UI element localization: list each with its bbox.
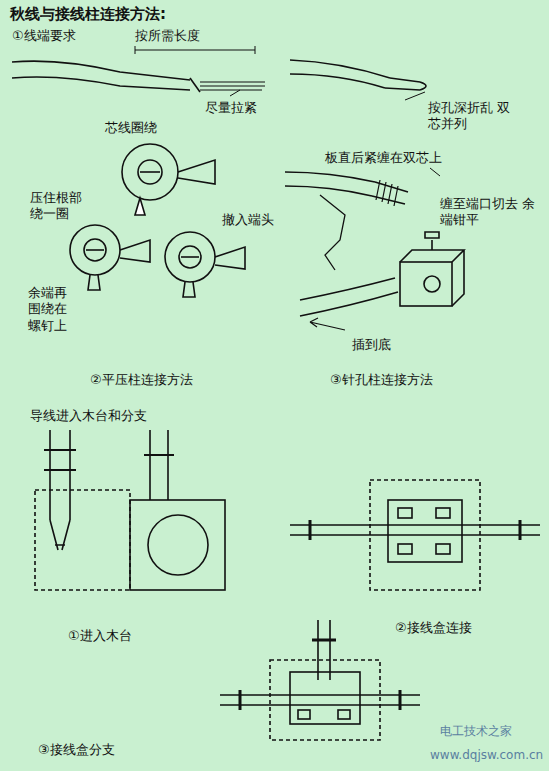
note-label: 撤入端头 (222, 212, 274, 228)
note-label: ③接线盒分支 (38, 742, 115, 758)
note-label: 插到底 (352, 337, 391, 353)
diagram-title: 秋线与接线柱连接方法: (10, 5, 166, 24)
note-label: 按孔深折乱 双芯并列 (428, 100, 518, 133)
note-label: 压住根部 绕一圈 (30, 190, 92, 223)
note-label: 缠至端口切去 余端钳平 (440, 196, 540, 229)
note-label: 导线进入木台和分支 (30, 408, 147, 424)
note-label: 余端再 围绕在 螺钉上 (28, 285, 73, 334)
watermark: www.dqjsw.com.cn (430, 748, 543, 763)
note-label: ③针孔柱连接方法 (330, 372, 433, 388)
watermark: 电工技术之家 (440, 724, 512, 739)
note-label: 板直后紧缠在双芯上 (325, 150, 442, 166)
note-label: 芯线圈绕 (105, 120, 157, 136)
note-label: ②平压柱连接方法 (90, 372, 193, 388)
note-label: ①线端要求 (12, 28, 76, 44)
note-label: ②接线盒连接 (395, 620, 472, 636)
note-label: 尽量拉紧 (205, 100, 257, 116)
note-label: ①进入木台 (68, 628, 132, 644)
note-label: 按所需长度 (135, 28, 200, 44)
